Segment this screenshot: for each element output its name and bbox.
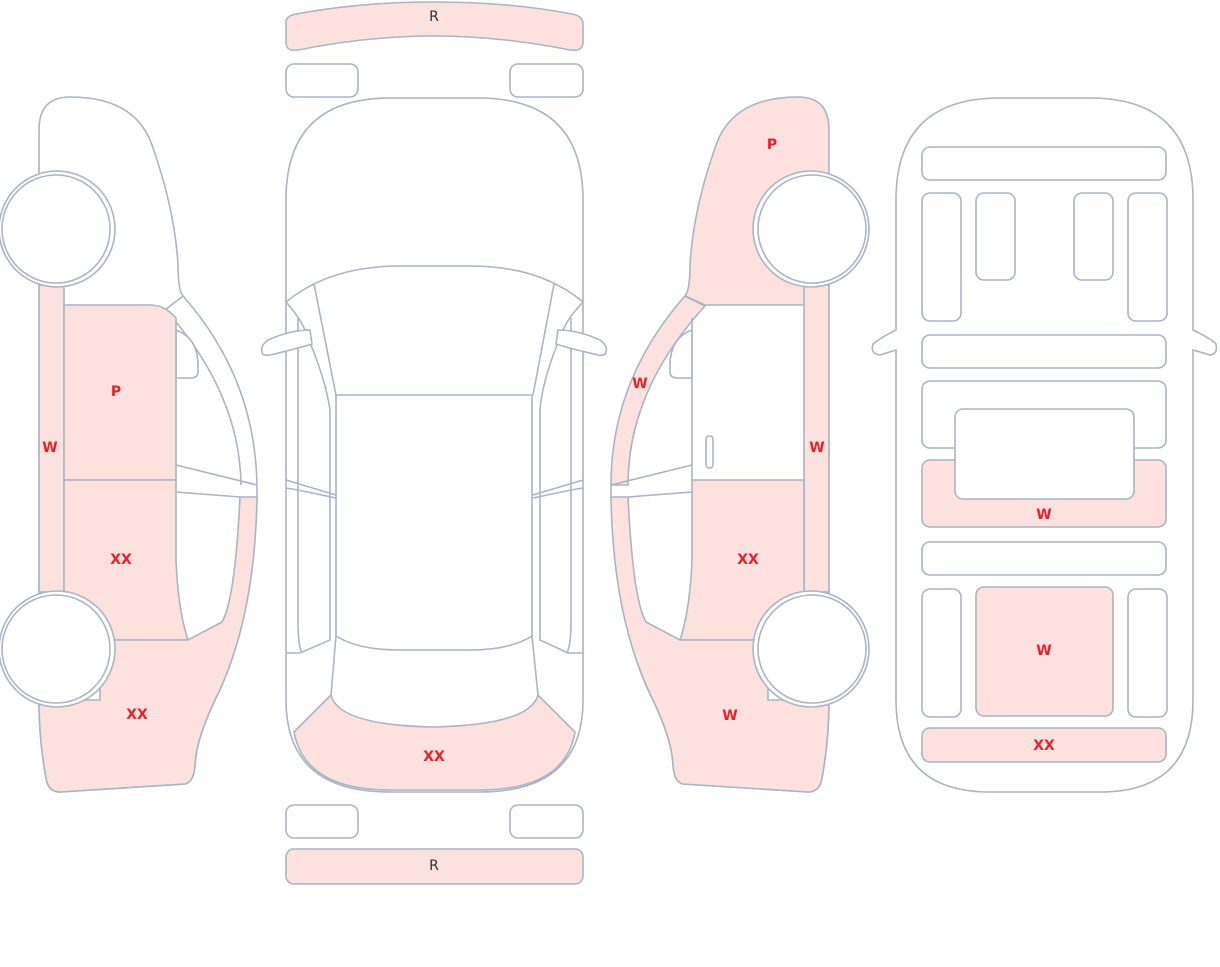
- rear-bumper-label: R: [429, 9, 439, 25]
- interior-view: W W XX: [871, 97, 1218, 793]
- right-pillar-panel[interactable]: [610, 295, 707, 486]
- front-bumper-bottom[interactable]: [285, 848, 584, 885]
- top-right-mirror: [555, 329, 608, 356]
- left-side-view: W P XX XX: [0, 96, 258, 793]
- interior-dash[interactable]: [921, 146, 1167, 181]
- interior-rear-label: XX: [1033, 738, 1055, 754]
- bottom-right-light: [509, 804, 584, 839]
- right-rear-wheel: [757, 594, 867, 704]
- interior-middle-label: W: [1036, 507, 1051, 523]
- top-left-mirror: [260, 329, 313, 356]
- left-mirror: [175, 328, 199, 379]
- left-rear-wheel: [1, 594, 111, 704]
- door-handle: [705, 435, 714, 469]
- right-side-view: P W W XX W: [610, 96, 870, 793]
- interior-right-rear-panel[interactable]: [1127, 588, 1168, 718]
- right-quarter-panel[interactable]: [610, 496, 830, 793]
- right-pillar-label: W: [632, 376, 647, 392]
- left-front-door-label: P: [111, 384, 121, 400]
- right-sill-panel[interactable]: [803, 284, 830, 593]
- left-quarter-label: XX: [126, 707, 148, 723]
- interior-rear-panel[interactable]: [921, 727, 1167, 763]
- front-bumper-label: R: [429, 858, 439, 874]
- interior-cargo-floor[interactable]: [975, 586, 1114, 717]
- right-sill-label: W: [809, 440, 824, 456]
- top-view: R XX R: [260, 1, 608, 885]
- right-fender-label: P: [767, 137, 777, 153]
- interior-center-label: W: [1036, 643, 1051, 659]
- top-right-light: [509, 63, 584, 98]
- left-rear-door-label: XX: [110, 552, 132, 568]
- right-quarter-label: W: [722, 708, 737, 724]
- bottom-left-light: [285, 804, 359, 839]
- interior-cargo-bar[interactable]: [921, 541, 1167, 576]
- interior-center-tray[interactable]: [954, 408, 1135, 500]
- interior-passenger-seat[interactable]: [1073, 192, 1114, 281]
- roof-panel[interactable]: [335, 394, 533, 651]
- interior-left-front-door[interactable]: [921, 192, 962, 322]
- right-rear-door-label: XX: [737, 552, 759, 568]
- front-bumper-panel[interactable]: [293, 693, 576, 791]
- interior-right-front-door[interactable]: [1127, 192, 1168, 322]
- front-panel-label: XX: [423, 749, 445, 765]
- left-sill-label: W: [42, 440, 57, 456]
- right-front-wheel: [757, 174, 867, 284]
- interior-driver-seat[interactable]: [975, 192, 1016, 281]
- left-sill-panel[interactable]: [38, 284, 65, 593]
- interior-left-rear-panel[interactable]: [921, 588, 962, 718]
- left-front-door-panel[interactable]: [63, 304, 177, 481]
- right-mirror: [669, 328, 693, 379]
- top-left-light: [285, 63, 359, 98]
- left-front-wheel: [1, 174, 111, 284]
- interior-console[interactable]: [921, 334, 1167, 369]
- rear-bumper-top[interactable]: [285, 1, 584, 52]
- left-quarter-panel[interactable]: [38, 496, 258, 793]
